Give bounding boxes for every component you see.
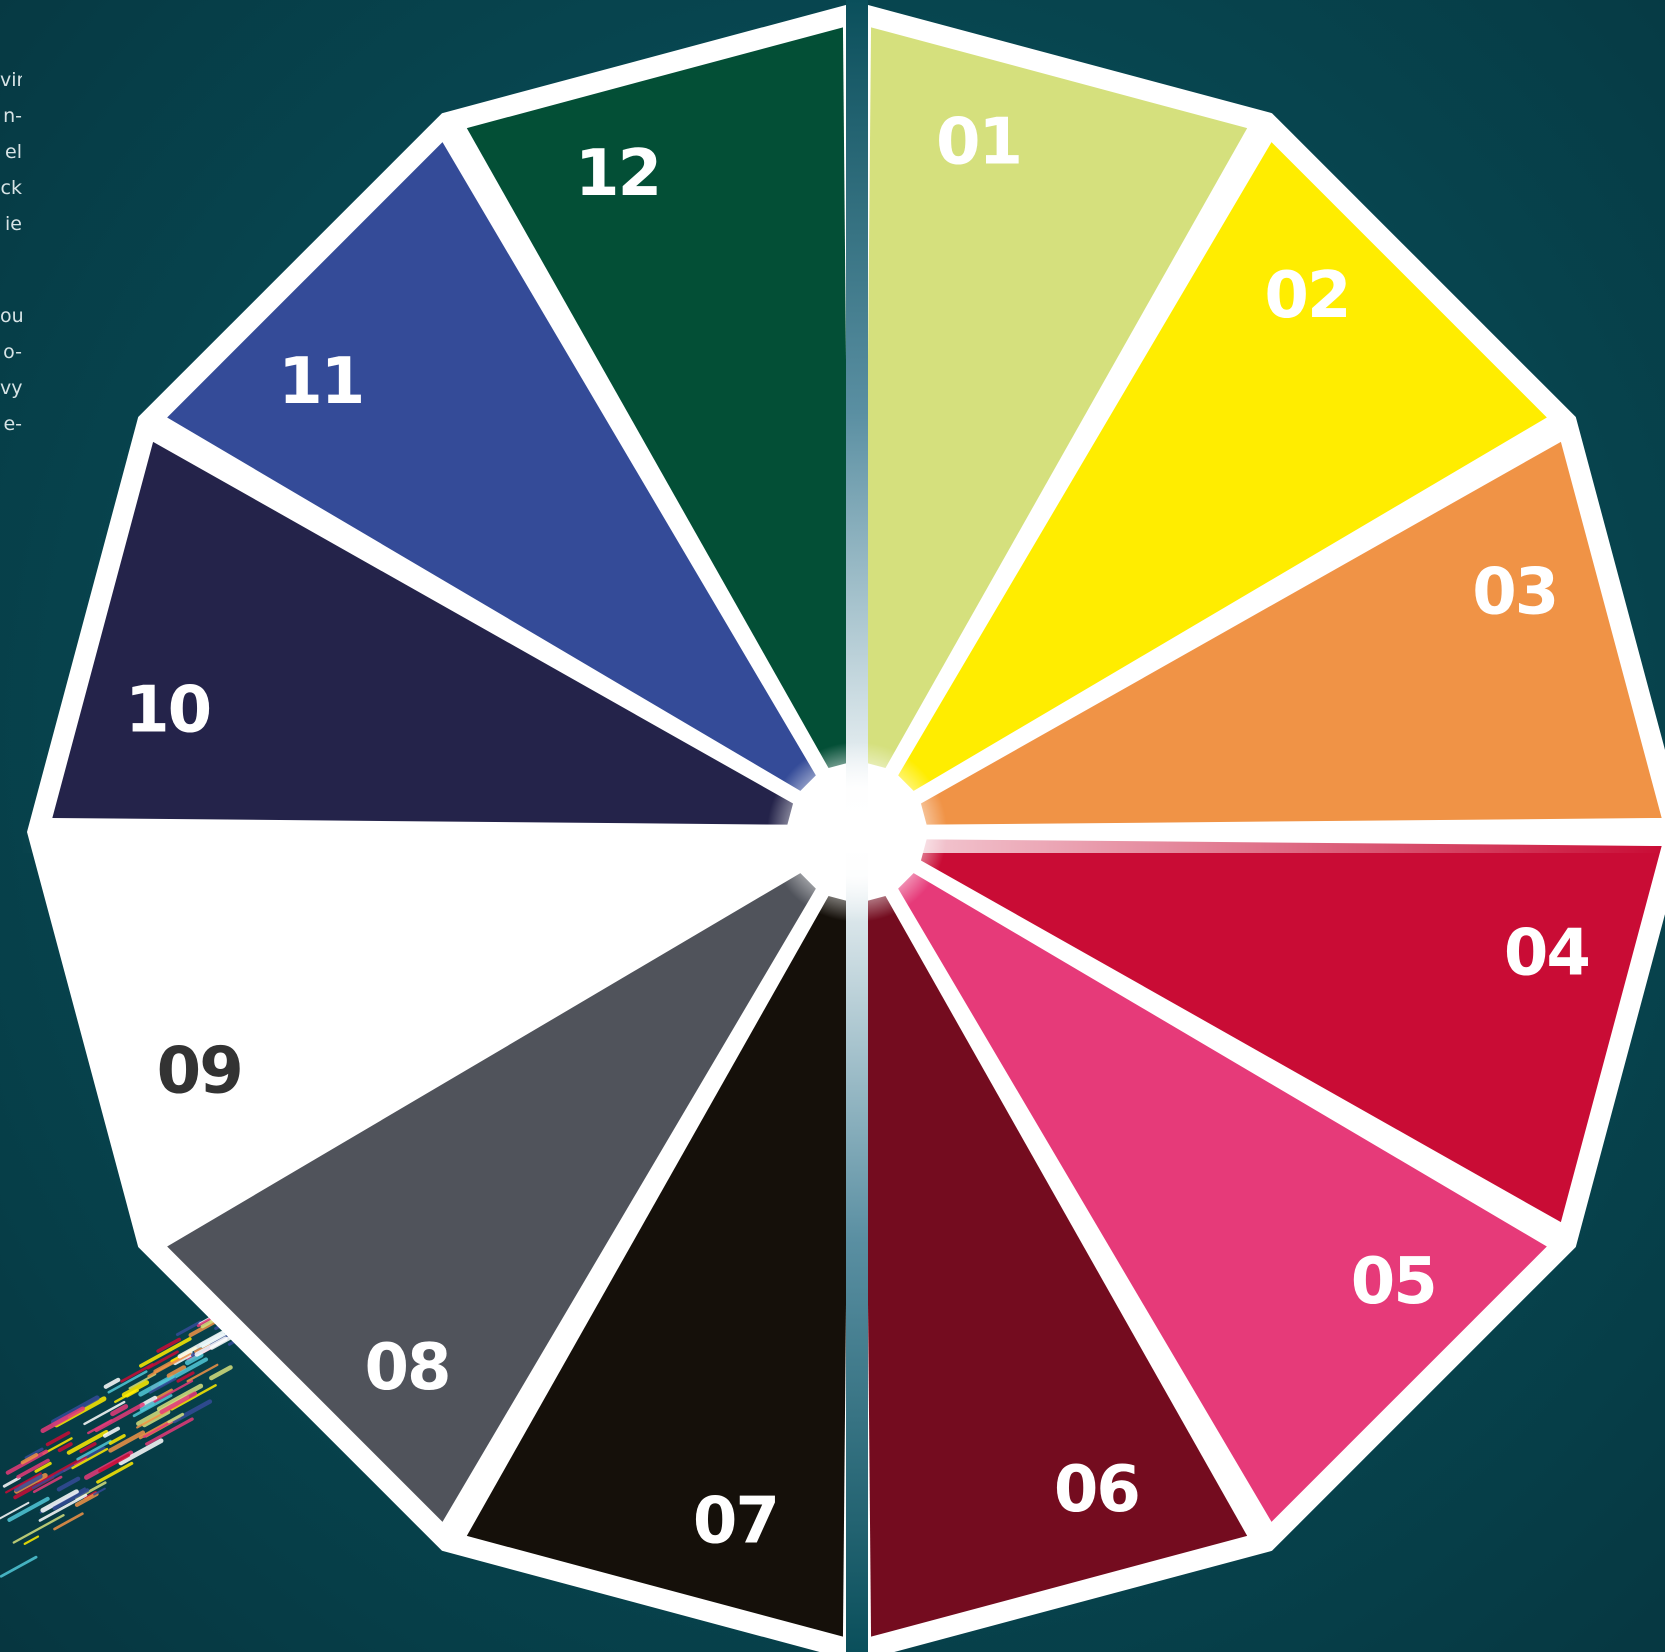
segment-label-11: 11 <box>278 345 363 419</box>
segment-label-12: 12 <box>575 137 660 211</box>
segment-label-01: 01 <box>936 106 1021 180</box>
segment-label-06: 06 <box>1054 1453 1139 1527</box>
streak <box>121 1441 161 1463</box>
center-glow <box>767 742 947 922</box>
segment-label-02: 02 <box>1264 259 1349 333</box>
streak <box>43 1409 83 1431</box>
segment-label-03: 03 <box>1472 556 1557 630</box>
streak <box>25 1537 38 1544</box>
streak <box>141 1339 190 1366</box>
streak <box>211 1367 230 1378</box>
segment-label-10: 10 <box>125 673 210 747</box>
segment-label-09: 09 <box>157 1034 242 1108</box>
streak <box>59 1479 78 1490</box>
streak <box>53 1398 97 1422</box>
segment-label-04: 04 <box>1504 917 1589 991</box>
streak <box>1 1557 36 1576</box>
streak <box>4 1478 19 1486</box>
streak <box>106 1380 118 1387</box>
streak <box>55 1514 83 1529</box>
segment-label-07: 07 <box>693 1484 778 1558</box>
segment-label-08: 08 <box>365 1331 450 1405</box>
segment-label-05: 05 <box>1351 1245 1436 1319</box>
